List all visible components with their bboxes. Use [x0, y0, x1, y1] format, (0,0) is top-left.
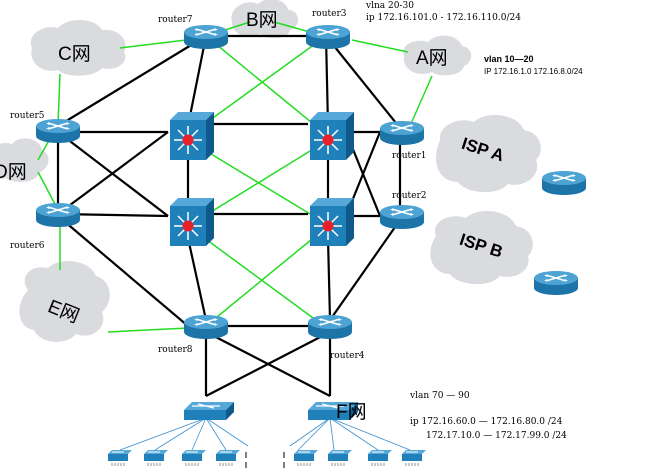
router-8[interactable]: [183, 314, 229, 340]
router3-label: router3: [312, 9, 347, 19]
router6-label: router6: [10, 241, 45, 251]
router-5[interactable]: [35, 118, 81, 144]
cloud-a-label: A网: [416, 48, 448, 69]
a-vlan-text: vlan 10—20: [484, 54, 534, 64]
cloud-c-label: C网: [58, 44, 91, 65]
pc: [215, 449, 241, 467]
core-switch-top-right[interactable]: [309, 111, 355, 161]
cloud-isp-b: [430, 211, 533, 285]
cloud-a: [403, 35, 472, 76]
cloud-d: [0, 138, 49, 182]
cloud-isp-a: [436, 115, 541, 193]
router8-label: router8: [158, 345, 193, 355]
f-ip-text-1: ip 172.16.60.0 — 172.16.80.0 /24: [410, 417, 563, 427]
f-vlan-text: vlan 70 — 90: [409, 391, 470, 401]
router-1[interactable]: [379, 120, 425, 146]
f-ip-text-2: 172.17.10.0 — 172.17.99.0 /24: [426, 431, 567, 441]
router3-ip-text: ip 172.16.101.0 - 172.16.110.0/24: [366, 13, 521, 23]
router4-label: router4: [330, 351, 365, 361]
router-4[interactable]: [307, 314, 353, 340]
access-fanout: [119, 417, 411, 451]
router-3[interactable]: [305, 24, 351, 50]
cloud-c: [30, 19, 126, 76]
router2-label: router2: [392, 191, 427, 201]
pc: [107, 449, 133, 467]
router-7[interactable]: [183, 24, 229, 50]
pc: [327, 449, 353, 467]
router7-label: router7: [158, 15, 193, 25]
cloud-e: [19, 261, 110, 342]
core-switch-top-left[interactable]: [169, 111, 215, 161]
router1-label: router1: [392, 151, 427, 161]
router-2[interactable]: [379, 204, 425, 230]
isp-a-router[interactable]: [541, 170, 587, 196]
access-dashes: [245, 452, 285, 468]
a-ip-text: IP 172.16.1.0 172.16.8.0/24: [484, 67, 583, 76]
isp-b-router[interactable]: [533, 270, 579, 296]
core-switch-bottom-left[interactable]: [169, 197, 215, 247]
cloud-b-label: B网: [246, 10, 278, 31]
cloud-d-label: D网: [0, 162, 27, 183]
cloud-b: [231, 0, 298, 39]
cloud-f-label: F网: [336, 402, 367, 423]
access-switch-left[interactable]: [183, 401, 235, 421]
router3-vlan-text: vlna 20-30: [365, 1, 414, 11]
pc: [143, 449, 169, 467]
router5-label: router5: [10, 111, 45, 121]
pc: [293, 449, 319, 467]
pc: [367, 449, 393, 467]
pc: [401, 449, 427, 467]
pc: [181, 449, 207, 467]
router-6[interactable]: [35, 202, 81, 228]
core-switch-bottom-right[interactable]: [309, 197, 355, 247]
